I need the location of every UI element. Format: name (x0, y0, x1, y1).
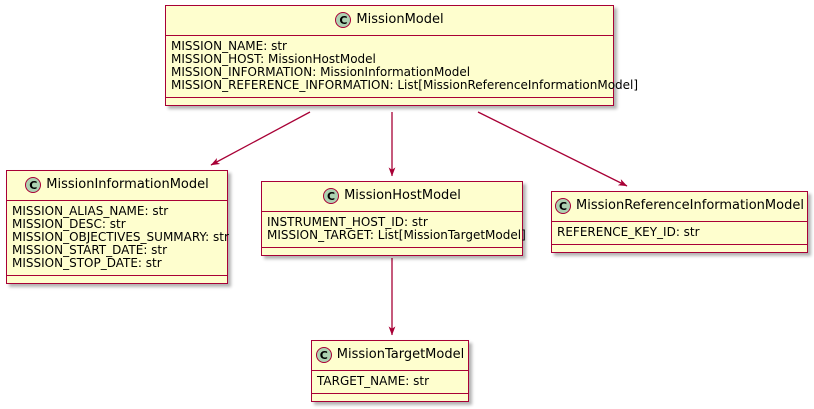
class-name-label: MissionReferenceInformationModel (576, 198, 804, 213)
class-attribute: MISSION_HOST: MissionHostModel (171, 52, 376, 66)
class-separator (166, 35, 613, 36)
class-attribute: MISSION_START_DATE: str (12, 243, 168, 257)
class-box-mission-target-model[interactable]: C MissionTargetModel TARGET_NAME: str (311, 340, 469, 402)
class-attribute: REFERENCE_KEY_ID: str (557, 225, 700, 239)
class-title-mission-target-model: C MissionTargetModel (312, 341, 468, 370)
class-attribute: MISSION_DESC: str (12, 217, 126, 231)
class-attribute: MISSION_ALIAS_NAME: str (12, 204, 169, 218)
class-title-mission-model: C MissionModel (166, 6, 613, 35)
class-name-label: MissionHostModel (344, 188, 461, 203)
class-badge-icon: C (555, 198, 572, 214)
class-title-mission-reference-information-model: C MissionReferenceInformationModel (552, 192, 807, 221)
class-attribute: MISSION_OBJECTIVES_SUMMARY: str (12, 230, 229, 244)
class-box-mission-information-model[interactable]: C MissionInformationModel MISSION_ALIAS_… (6, 170, 229, 284)
class-badge-icon: C (323, 188, 340, 204)
class-separator (552, 244, 807, 245)
class-attribute: MISSION_INFORMATION: MissionInformationM… (171, 65, 471, 79)
class-box-mission-reference-information-model[interactable]: C MissionReferenceInformationModel REFER… (551, 191, 808, 253)
class-badge-icon: C (335, 12, 352, 28)
class-methods-mission-reference-information-model (552, 245, 807, 252)
class-name-label: MissionModel (356, 12, 444, 27)
class-attribute: MISSION_NAME: str (171, 39, 287, 53)
class-methods-mission-target-model (312, 394, 468, 401)
class-separator (262, 211, 522, 212)
class-name-label: MissionInformationModel (46, 177, 209, 192)
class-separator (552, 221, 807, 222)
class-badge-icon: C (315, 347, 332, 363)
arrow-missionmodel-to-missioninformationmodel (210, 111, 311, 166)
class-separator (166, 97, 613, 98)
class-title-mission-host-model: C MissionHostModel (262, 182, 522, 211)
class-badge-icon: C (25, 177, 42, 193)
class-separator (312, 370, 468, 371)
class-attributes-mission-target-model: TARGET_NAME: str (312, 371, 468, 393)
class-separator (7, 275, 227, 276)
class-methods-mission-host-model (262, 248, 522, 255)
class-separator (312, 393, 468, 394)
class-attribute: MISSION_STOP_DATE: str (12, 256, 162, 270)
arrow-missionmodel-to-missionreferenceinformationmodel (477, 111, 628, 187)
class-methods-mission-information-model (7, 276, 227, 283)
class-attribute: INSTRUMENT_HOST_ID: str (267, 215, 428, 229)
class-attributes-mission-host-model: INSTRUMENT_HOST_ID: str MISSION_TARGET: … (262, 212, 526, 247)
class-methods-mission-model (166, 98, 613, 105)
class-attribute: MISSION_TARGET: List[MissionTargetModel] (267, 228, 526, 242)
class-attribute: TARGET_NAME: str (317, 374, 430, 388)
class-box-mission-host-model[interactable]: C MissionHostModel INSTRUMENT_HOST_ID: s… (261, 181, 526, 256)
class-box-mission-model[interactable]: C MissionModel MISSION_NAME: str MISSION… (165, 5, 639, 106)
class-title-mission-information-model: C MissionInformationModel (7, 171, 227, 200)
class-separator (262, 247, 522, 248)
class-attribute: MISSION_REFERENCE_INFORMATION: List[Miss… (171, 78, 639, 92)
class-separator (7, 200, 227, 201)
class-name-label: MissionTargetModel (336, 347, 465, 362)
class-attributes-mission-model: MISSION_NAME: str MISSION_HOST: MissionH… (166, 36, 639, 97)
class-attributes-mission-information-model: MISSION_ALIAS_NAME: str MISSION_DESC: st… (7, 201, 229, 275)
class-attributes-mission-reference-information-model: REFERENCE_KEY_ID: str (552, 222, 807, 244)
